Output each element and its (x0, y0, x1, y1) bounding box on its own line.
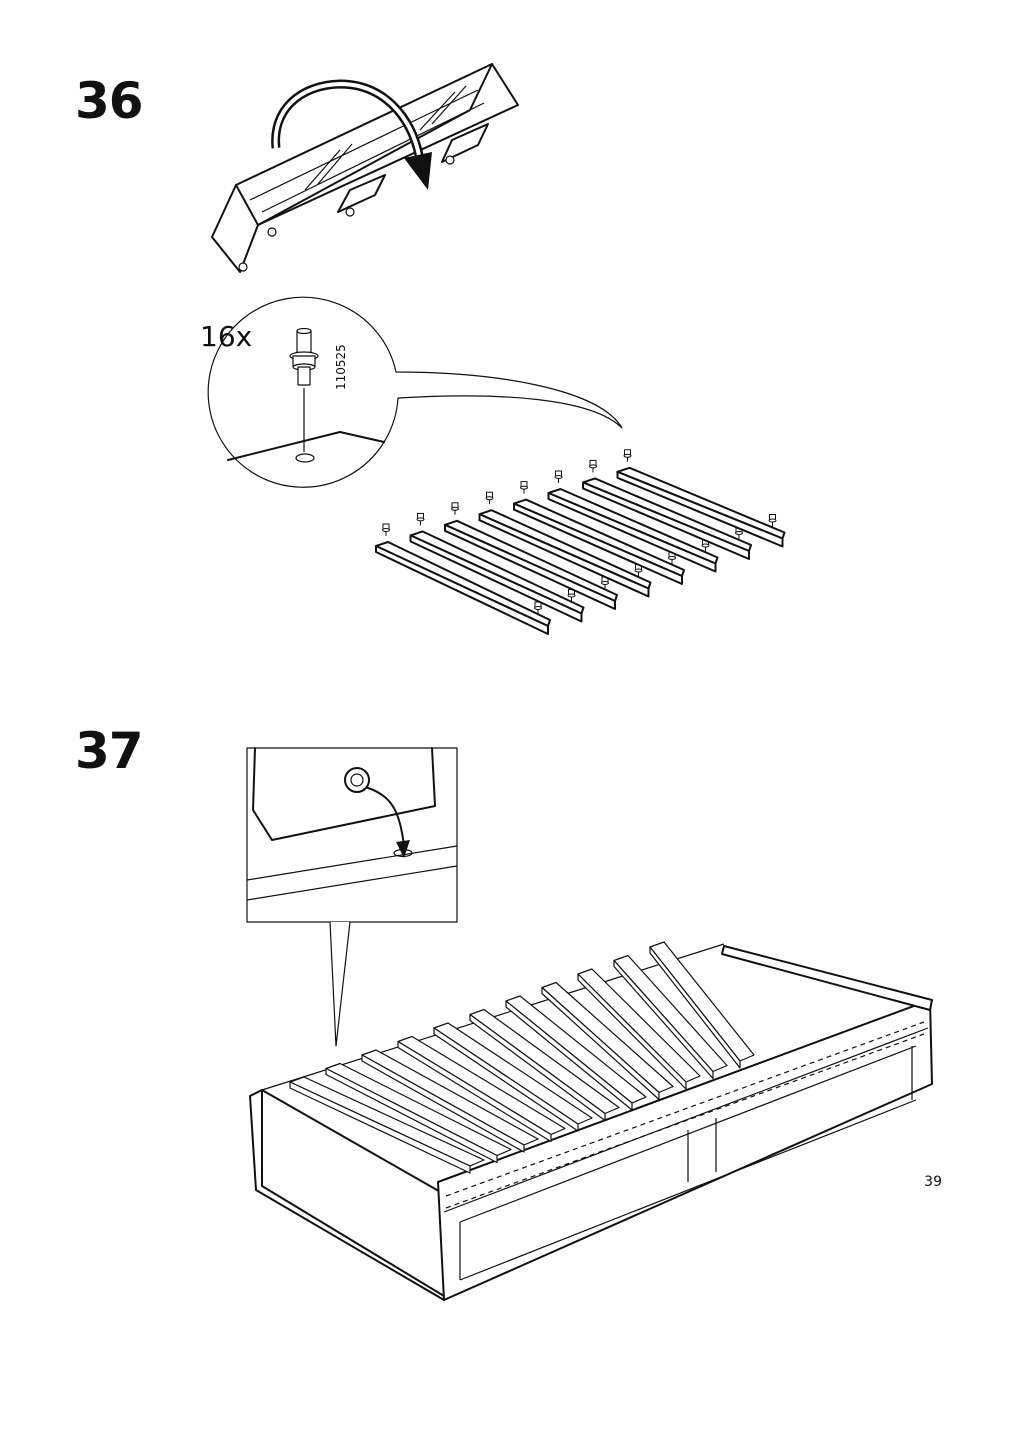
flipped-bed-frame (211, 63, 519, 273)
dowel-icon (567, 589, 576, 602)
step-number-37: 37 (75, 722, 144, 780)
step-number-36: 36 (75, 72, 144, 130)
slat-side (649, 946, 741, 1069)
slat-side (289, 1081, 471, 1174)
slat-side (433, 1027, 579, 1132)
loose-slats (375, 449, 786, 635)
dowel-icon (634, 564, 643, 577)
slat-side (505, 1000, 633, 1111)
dowel-icon (289, 327, 319, 386)
dowel-icon (623, 449, 632, 462)
dowel-icon (554, 470, 563, 483)
quantity-label: 16x (200, 320, 252, 353)
detail-callout (207, 296, 623, 488)
dowel-icon (451, 502, 459, 515)
slat-side (409, 534, 583, 623)
dowel-icon (382, 523, 390, 536)
slat-side (547, 492, 717, 573)
slat-side (541, 986, 660, 1101)
dowel-icon (416, 512, 425, 526)
detail-box-37 (246, 747, 458, 1047)
slat-side (478, 513, 650, 598)
slat-side (577, 973, 687, 1090)
slat-side (361, 1054, 525, 1153)
rotate-arrow-icon (271, 79, 432, 190)
slat-side (469, 1013, 606, 1122)
slat-side (397, 1040, 552, 1143)
bed-frame-with-slats (249, 943, 933, 1301)
installed-slats (289, 941, 755, 1174)
slat-side (582, 481, 750, 560)
dowel-icon (520, 481, 528, 494)
slat-side (513, 502, 683, 585)
slat-side (444, 523, 616, 610)
dowel-icon (589, 459, 597, 473)
dowel-icon (485, 491, 494, 505)
slat-side (375, 545, 549, 635)
part-number: 110525 (334, 344, 348, 390)
slat-side (613, 959, 714, 1080)
dowel-icon (768, 514, 777, 527)
slat-side (616, 470, 784, 548)
slat-side (325, 1067, 498, 1164)
page-number: 39 (924, 1174, 942, 1190)
